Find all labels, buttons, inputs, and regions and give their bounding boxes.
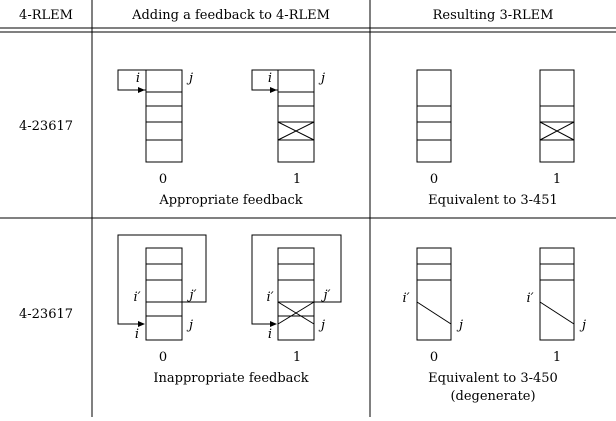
row2-right-caption-sub: (degenerate) [450, 389, 535, 404]
row2-port-j-1: j [318, 318, 325, 333]
row2-result-port-j-1: j [579, 318, 586, 333]
row1-result-state-1-label: 1 [553, 172, 561, 187]
row2-result-port-i-prime-1: i′ [526, 291, 533, 306]
header-adding-feedback: Adding a feedback to 4-RLEM [131, 8, 330, 23]
row2-right-caption: Equivalent to 3-450 [428, 371, 558, 386]
row2-state-1-label: 1 [293, 350, 301, 365]
row2-result-state-0 [416, 247, 452, 341]
row2-port-i-0: i [135, 327, 139, 342]
row1-port-i-1: i [268, 71, 272, 86]
row2-rlem-label: 4-23617 [19, 307, 73, 322]
row1-result-state-0-label: 0 [430, 172, 438, 187]
row2-state-0-label: 0 [159, 350, 167, 365]
row2-middle-caption: Inappropriate feedback [153, 371, 308, 386]
row2-result-state-0-label: 0 [430, 350, 438, 365]
row2-port-j-prime-1: j′ [321, 288, 331, 303]
row1-right-caption: Equivalent to 3-451 [428, 193, 558, 208]
row2-port-j-prime-0: j′ [187, 288, 197, 303]
row1-element-state-0 [117, 69, 183, 163]
row2-result-state-1-label: 1 [553, 350, 561, 365]
row1-port-i-0: i [136, 71, 140, 86]
row1-port-j-0: j [186, 71, 193, 86]
row2-result-state-1 [539, 247, 575, 341]
row2-port-i-prime-0: i′ [133, 290, 140, 305]
row1-middle-caption: Appropriate feedback [158, 193, 302, 208]
row2-result-port-i-prime-0: i′ [402, 291, 409, 306]
row2-result-port-j-0: j [456, 318, 463, 333]
row1-rlem-label: 4-23617 [19, 119, 73, 134]
row2-port-i-prime-1: i′ [266, 290, 273, 305]
row1-state-1-label: 1 [293, 172, 301, 187]
row1-state-0-label: 0 [159, 172, 167, 187]
header-resulting: Resulting 3-RLEM [433, 8, 554, 23]
row2-port-j-0: j [186, 318, 193, 333]
header-rlem: 4-RLEM [19, 8, 73, 23]
row2-element-state-1 [251, 234, 342, 341]
row1-result-state-1 [539, 69, 575, 163]
row2-port-i-1: i [268, 327, 272, 342]
row1-result-state-0 [416, 69, 452, 163]
row2-element-state-0 [117, 234, 207, 341]
row1-element-state-1 [251, 69, 315, 163]
row1-port-j-1: j [318, 71, 325, 86]
